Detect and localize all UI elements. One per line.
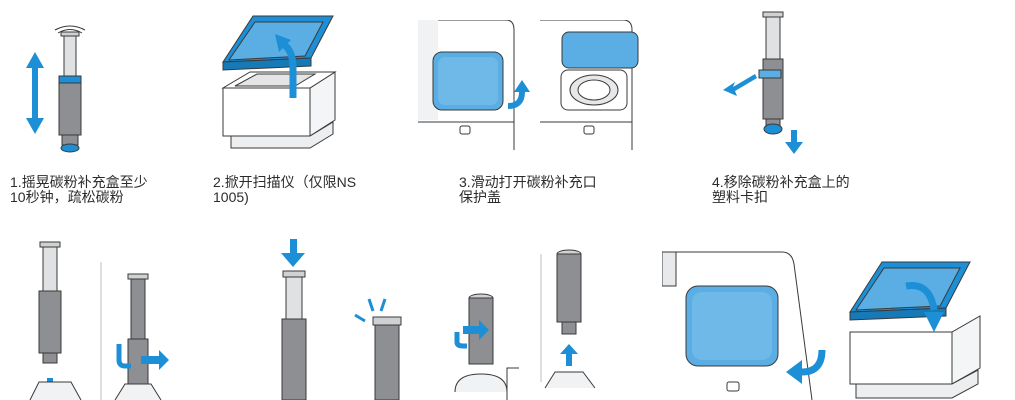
step5-illustration bbox=[15, 232, 185, 400]
step6-illustration bbox=[265, 235, 425, 400]
step2-number: 2. bbox=[213, 174, 225, 190]
curved-arrow-icon bbox=[905, 282, 944, 332]
step8-illustration bbox=[662, 250, 992, 400]
toner-cartridge-pressed bbox=[372, 316, 402, 400]
empty-cartridge bbox=[556, 249, 582, 335]
step2-illustration bbox=[215, 10, 345, 155]
step4-illustration bbox=[715, 8, 815, 158]
double-arrow-icon bbox=[26, 52, 44, 134]
toner-cartridge bbox=[58, 31, 82, 153]
left-arrow-icon bbox=[723, 74, 757, 96]
curved-arrow-icon bbox=[275, 34, 297, 98]
step1-caption: 1.摇晃碳粉补充盒至少 10秒钟，疏松碳粉 bbox=[10, 160, 148, 205]
printer-top-open bbox=[540, 20, 639, 150]
toner-cartridge-inserted bbox=[127, 273, 149, 395]
step3-illustration bbox=[418, 20, 643, 155]
curved-arrow-icon bbox=[786, 349, 826, 384]
step1-number: 1. bbox=[10, 174, 22, 190]
plastic-clip bbox=[758, 69, 782, 79]
click-burst-icon bbox=[354, 298, 387, 323]
rotate-arrow-icon bbox=[116, 344, 169, 370]
step3-caption: 3.滑动打开碳粉补充口 保护盖 bbox=[459, 160, 597, 205]
rotate-arrow-icon bbox=[454, 320, 489, 349]
step3-text: 滑动打开碳粉补充口 保护盖 bbox=[459, 174, 597, 205]
toner-cartridge bbox=[762, 11, 784, 135]
toner-cartridge bbox=[281, 270, 307, 400]
step1-text: 摇晃碳粉补充盒至少 10秒钟，疏松碳粉 bbox=[10, 174, 148, 205]
shake-lines-icon bbox=[54, 25, 86, 34]
step7-illustration bbox=[445, 242, 610, 400]
step2-caption: 2.掀开扫描仪（仅限NS 1005) bbox=[213, 160, 356, 205]
step1-illustration bbox=[15, 10, 105, 160]
step2-text: 掀开扫描仪（仅限NS 1005) bbox=[213, 174, 357, 205]
scanner-lid bbox=[849, 261, 971, 321]
toner-cartridge bbox=[38, 241, 62, 364]
down-arrow-icon bbox=[281, 239, 305, 267]
curved-arrow-icon bbox=[507, 80, 530, 109]
printer-top-closed bbox=[662, 251, 813, 400]
step4-caption: 4.移除碳粉补充盒上的 塑料卡扣 bbox=[712, 160, 850, 205]
printer-body bbox=[849, 315, 981, 399]
step4-number: 4. bbox=[712, 174, 724, 190]
printer-top-closed bbox=[418, 20, 515, 150]
up-arrow-icon bbox=[560, 344, 578, 366]
down-arrow-icon bbox=[785, 130, 803, 154]
step4-text: 移除碳粉补充盒上的 塑料卡扣 bbox=[712, 174, 850, 205]
printer-body bbox=[221, 71, 337, 149]
step3-number: 3. bbox=[459, 174, 471, 190]
